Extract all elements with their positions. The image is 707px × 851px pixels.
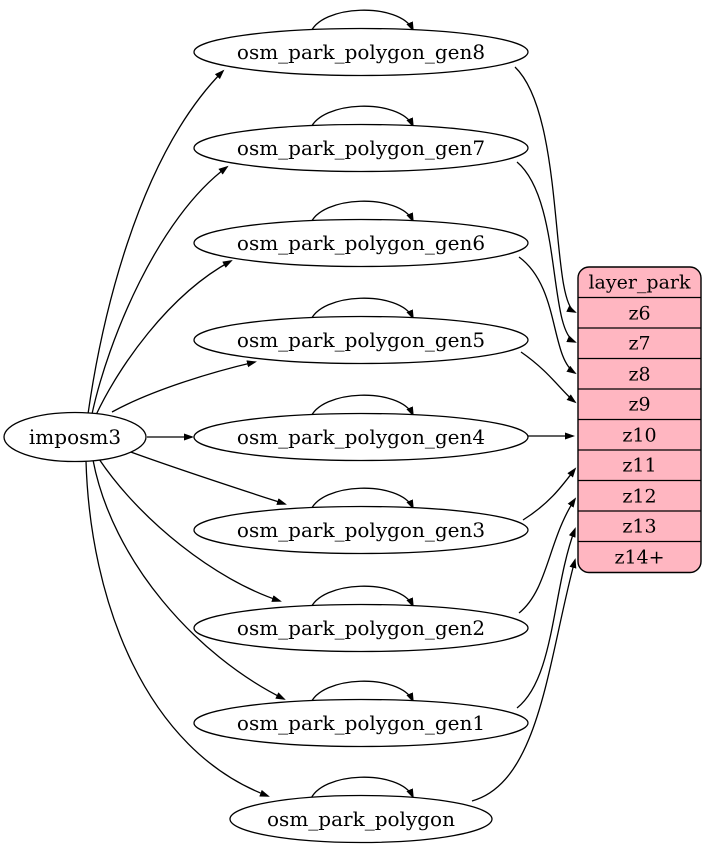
- node-osm-park-polygon-gen4: osm_park_polygon_gen4: [193, 412, 529, 462]
- gen1-label: osm_park_polygon_gen1: [237, 711, 485, 735]
- layer-row-z9: z9: [628, 394, 650, 416]
- edge-gen6-z8: [518, 256, 577, 375]
- layer-row-z12: z12: [622, 486, 656, 508]
- edge-imposm3-gen2: [98, 458, 282, 602]
- node-osm-park-polygon-gen2: osm_park_polygon_gen2: [193, 603, 529, 653]
- edge-gen2-z12: [518, 497, 577, 614]
- osm-park-polygon-label: osm_park_polygon: [267, 807, 455, 831]
- node-osm-park-polygon: osm_park_polygon: [229, 794, 493, 844]
- gen6-label: osm_park_polygon_gen6: [237, 231, 485, 255]
- gen4-shape: [193, 412, 529, 462]
- node-osm-park-polygon-gen3: osm_park_polygon_gen3: [193, 505, 529, 555]
- gen2-shape: [193, 603, 529, 653]
- self-loop-gen7: [309, 105, 414, 131]
- gen5-label: osm_park_polygon_gen5: [237, 328, 485, 352]
- self-loop-osm-park-polygon: [309, 776, 414, 802]
- gen7-shape: [193, 123, 529, 173]
- edge-imposm3-gen5: [111, 360, 257, 413]
- node-osm-park-polygon-gen1: osm_park_polygon_gen1: [193, 698, 529, 748]
- self-loop-gen8: [309, 9, 414, 35]
- layer-row-z13: z13: [622, 516, 656, 538]
- layer-park-header: layer_park: [588, 272, 691, 294]
- self-loop-gen2: [309, 585, 414, 611]
- layer-row-z10: z10: [622, 425, 656, 447]
- imposm3-label: imposm3: [29, 425, 121, 449]
- edge-gen7-z7: [516, 161, 577, 343]
- gen1-shape: [193, 698, 529, 748]
- edge-gen8-z6: [514, 66, 577, 313]
- node-layer-park: layer_park z6 z7 z8 z9 z10 z11 z12 z13 z…: [577, 266, 702, 574]
- edge-imposm3-gen1: [92, 459, 286, 700]
- edge-gen5-z9: [520, 351, 577, 404]
- gen6-shape: [193, 218, 529, 268]
- gen7-label: osm_park_polygon_gen7: [237, 136, 485, 160]
- layer-row-z8: z8: [628, 364, 650, 386]
- gen5-shape: [193, 315, 529, 365]
- layer-row-z14plus: z14+: [614, 547, 664, 569]
- gen4-label: osm_park_polygon_gen4: [237, 425, 485, 449]
- edges-to-layer: [471, 66, 577, 802]
- node-osm-park-polygon-gen8: osm_park_polygon_gen8: [193, 27, 529, 77]
- node-osm-park-polygon-gen5: osm_park_polygon_gen5: [193, 315, 529, 365]
- gen2-label: osm_park_polygon_gen2: [237, 616, 485, 640]
- edge-imposm3-gen3: [127, 450, 287, 505]
- edge-imposm3-gen8: [87, 69, 225, 415]
- gen8-label: osm_park_polygon_gen8: [237, 40, 485, 64]
- layer-row-z6: z6: [628, 303, 650, 325]
- edge-gen3-z11: [522, 467, 577, 521]
- gen8-shape: [193, 27, 529, 77]
- edge-gen1-z13: [516, 527, 576, 709]
- gen3-label: osm_park_polygon_gen3: [237, 518, 485, 542]
- self-loops: [309, 9, 414, 802]
- edge-imposm3-gen7: [91, 165, 229, 415]
- self-loop-gen5: [309, 297, 414, 323]
- edges-from-source: [85, 69, 287, 797]
- self-loop-gen1: [309, 680, 414, 706]
- node-imposm3: imposm3: [3, 411, 147, 463]
- self-loop-gen6: [309, 200, 414, 226]
- node-osm-park-polygon-gen6: osm_park_polygon_gen6: [193, 218, 529, 268]
- edge-imposm3-osm-park-polygon: [85, 460, 270, 797]
- layer-row-z11: z11: [622, 455, 656, 477]
- imposm3-shape: [3, 411, 147, 463]
- edge-osm-park-polygon-z14: [471, 558, 577, 802]
- layer-row-z7: z7: [628, 333, 650, 355]
- gen3-shape: [193, 505, 529, 555]
- node-osm-park-polygon-gen7: osm_park_polygon_gen7: [193, 123, 529, 173]
- self-loop-gen3: [309, 487, 414, 513]
- osm-park-polygon-shape: [229, 794, 493, 844]
- self-loop-gen4: [309, 394, 414, 420]
- edge-imposm3-gen6: [95, 260, 233, 416]
